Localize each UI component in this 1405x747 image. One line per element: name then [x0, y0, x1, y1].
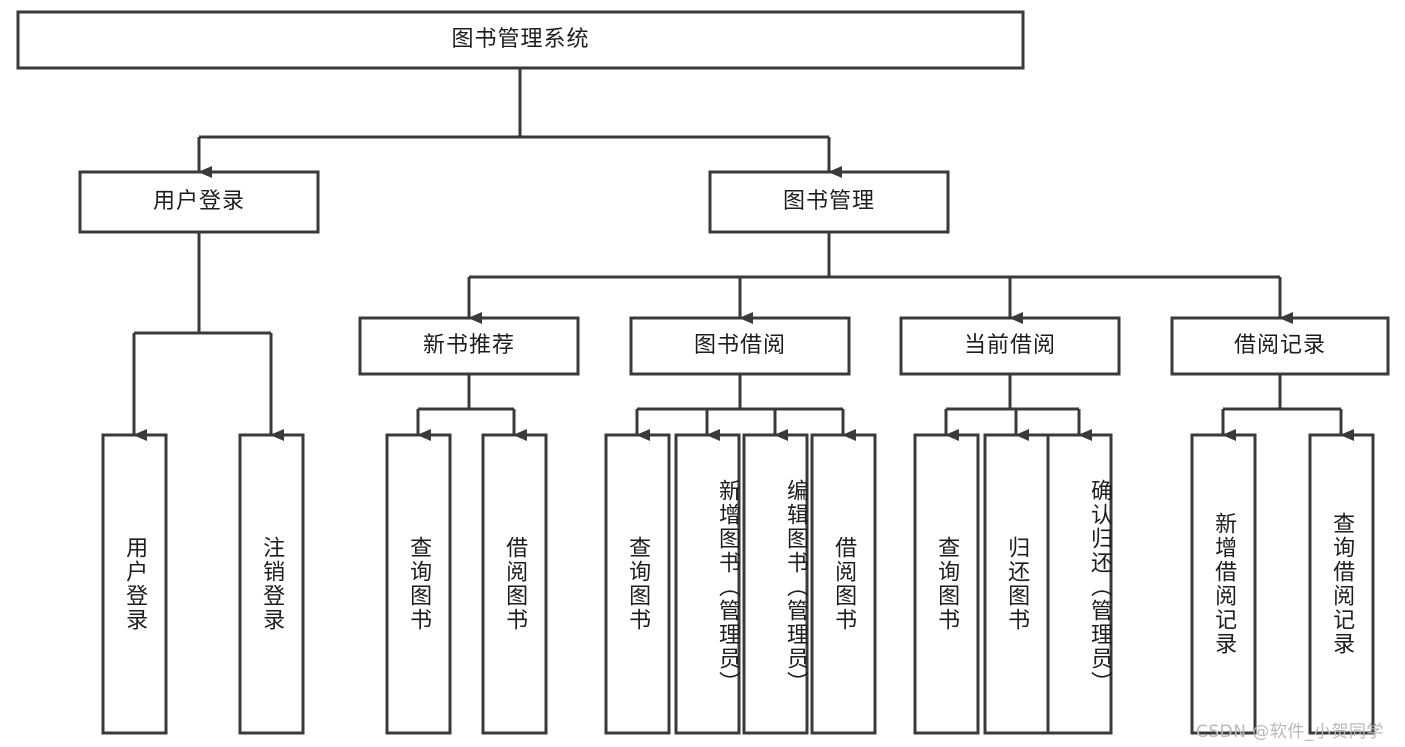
- leaf-box-book-borrow-0[interactable]: [604, 433, 671, 735]
- node-box-new-book-recommend[interactable]: [358, 316, 580, 376]
- leaf-box-user-login-1[interactable]: [238, 433, 305, 735]
- leaf-box-user-login-0[interactable]: [101, 433, 168, 735]
- leaf-box-book-borrow-2[interactable]: [742, 433, 809, 735]
- leaf-box-borrow-record-1[interactable]: [1308, 433, 1375, 735]
- node-box-book-manage[interactable]: [708, 170, 950, 234]
- leaf-box-borrow-record-0[interactable]: [1190, 433, 1257, 735]
- leaf-box-book-borrow-3[interactable]: [810, 433, 877, 735]
- leaf-box-current-borrow-1[interactable]: [983, 433, 1050, 735]
- node-box-user-login[interactable]: [78, 170, 320, 234]
- leaf-box-book-borrow-1[interactable]: [674, 433, 741, 735]
- leaf-box-new-book-0[interactable]: [385, 433, 452, 735]
- leaf-box-current-borrow-2[interactable]: [1046, 433, 1113, 735]
- node-box-borrow-record[interactable]: [1170, 316, 1390, 376]
- node-box-root[interactable]: [16, 10, 1025, 70]
- node-box-book-borrow[interactable]: [629, 316, 851, 376]
- leaf-box-current-borrow-0[interactable]: [913, 433, 980, 735]
- leaf-box-new-book-1[interactable]: [481, 433, 548, 735]
- node-box-current-borrow[interactable]: [899, 316, 1121, 376]
